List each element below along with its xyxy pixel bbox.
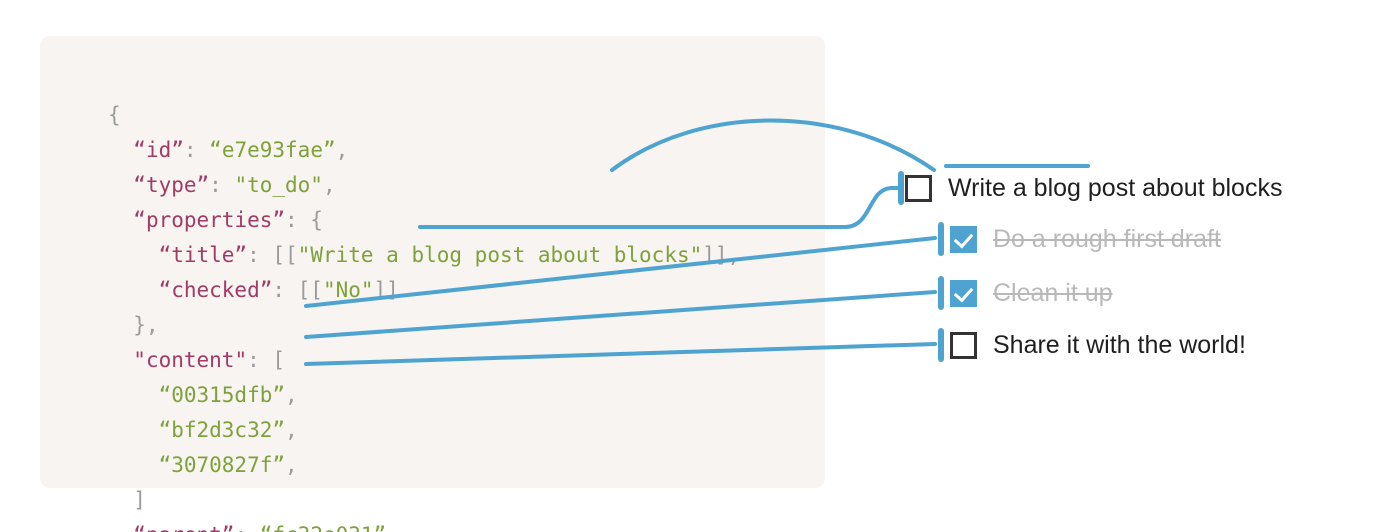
json-token: : [[ xyxy=(272,278,323,302)
json-token: , xyxy=(386,523,399,532)
json-token: “id” xyxy=(133,138,184,162)
json-code-line: “3070827f”, xyxy=(108,448,740,483)
json-code-line: "content": [ xyxy=(108,343,740,378)
json-token: : { xyxy=(285,208,323,232)
json-code-line: { xyxy=(108,98,740,133)
json-token: “e7e93fae” xyxy=(209,138,336,162)
json-token: , xyxy=(285,453,298,477)
json-token: “00315dfb” xyxy=(158,383,286,407)
json-code-line: “bf2d3c32”, xyxy=(108,413,740,448)
json-token: “checked” xyxy=(158,278,273,302)
json-code-line: “title”: [["Write a blog post about bloc… xyxy=(108,238,741,273)
todo-item-0[interactable]: Write a blog post about blocks xyxy=(905,171,1282,205)
json-code-line: “type”: "to_do", xyxy=(108,168,740,203)
json-token: : xyxy=(209,173,235,197)
json-token: "No" xyxy=(322,278,374,302)
json-token: }, xyxy=(133,313,159,337)
todo-item-1-label: Do a rough first draft xyxy=(993,224,1221,253)
json-code-line: ] xyxy=(108,483,740,518)
json-token: ]], xyxy=(702,243,741,267)
json-token: ]] xyxy=(373,278,399,302)
json-token: “type” xyxy=(133,173,210,197)
todo-item-2-label: Clean it up xyxy=(993,278,1113,307)
todo-item-2[interactable]: Clean it up xyxy=(950,276,1113,310)
todo-item-3-label: Share it with the world! xyxy=(993,330,1246,359)
json-token: ] xyxy=(133,488,146,512)
todo-item-2-checkbox[interactable] xyxy=(950,279,977,307)
json-token: “parent” xyxy=(133,523,234,532)
todo-item-0-label: Write a blog post about blocks xyxy=(948,173,1283,202)
json-token: : xyxy=(234,523,259,532)
todo-item-1[interactable]: Do a rough first draft xyxy=(950,222,1221,256)
json-code-line: }, xyxy=(108,308,740,343)
json-token: { xyxy=(108,103,121,127)
json-token: “bf2d3c32” xyxy=(158,418,286,442)
json-code-panel: { “id”: “e7e93fae”, “type”: "to_do", “pr… xyxy=(40,36,825,532)
json-token: , xyxy=(285,418,298,442)
json-token: : [[ xyxy=(247,243,298,267)
json-code-line: “properties”: { xyxy=(108,203,740,238)
json-code-line: “00315dfb”, xyxy=(108,378,740,413)
json-code-text: { “id”: “e7e93fae”, “type”: "to_do", “pr… xyxy=(108,98,740,532)
json-token: , xyxy=(285,383,298,407)
json-token: “title” xyxy=(158,243,248,267)
json-token: : xyxy=(183,138,210,162)
json-token: "content" xyxy=(133,348,248,372)
json-token: “properties” xyxy=(133,208,286,232)
json-token: “fc32e031” xyxy=(260,523,386,532)
json-code-line: “checked”: [["No"]] xyxy=(108,273,740,308)
json-code-line: “parent”: “fc32e031”, xyxy=(108,518,740,532)
todo-item-3[interactable]: Share it with the world! xyxy=(950,328,1246,362)
json-token: "Write a blog post about blocks" xyxy=(297,243,703,267)
json-token: , xyxy=(335,138,349,162)
todo-item-3-checkbox[interactable] xyxy=(950,331,977,359)
json-token: "to_do" xyxy=(234,173,323,197)
json-token: “3070827f” xyxy=(158,453,286,477)
json-token: : [ xyxy=(247,348,286,372)
todo-item-1-checkbox[interactable] xyxy=(950,225,977,253)
todo-item-0-checkbox[interactable] xyxy=(905,174,932,202)
json-code-line: “id”: “e7e93fae”, xyxy=(108,133,740,168)
json-token: , xyxy=(322,173,336,197)
